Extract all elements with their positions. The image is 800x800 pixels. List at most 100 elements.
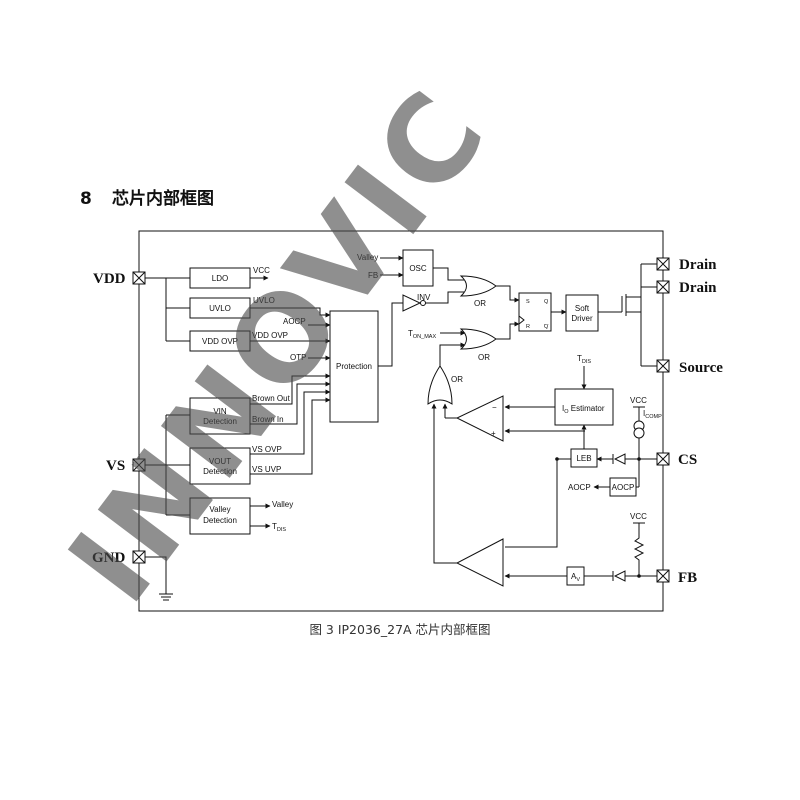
pin-label-vdd: VDD [93,271,126,287]
or-gate-2-label: OR [478,353,490,362]
vin-detection-label-2: Detection [203,417,237,426]
vin-detection-label-1: VIN [213,407,227,416]
leb-label: LEB [576,454,591,463]
uvlo-output-label: UVLO [253,296,275,305]
comp1-plus: + [491,429,496,438]
valley-detection-label-1: Valley [209,505,230,514]
fb-resistor [633,523,645,576]
vdd-ovp-label: VDD OVP [202,337,238,346]
valley-output-label: Valley [272,500,293,509]
inv-to-or1-wire [425,291,464,304]
brown-in-wire [250,381,331,425]
or1-to-ff-wire [496,285,520,303]
current-source-icon [633,420,645,439]
pin-drain2-terminal [656,280,670,294]
uvlo-label: UVLO [209,304,231,313]
vs-ovp-label: VS OVP [252,445,282,454]
pin-drain1-terminal [656,257,670,271]
or-gate-3 [427,365,453,405]
vs-uvp-wire [250,397,331,475]
vout-detection-label-2: Detection [203,467,237,476]
uvlo-output-wire [250,307,331,318]
fb-diode [612,570,626,582]
flip-flop-clock [518,315,525,325]
protection-block [329,310,379,423]
comp2-to-or3-wire [431,403,457,564]
pin-label-drain2: Drain [679,280,717,296]
vin-detection-block [189,397,251,435]
aocp-output-label: AOCP [568,483,591,492]
valley-detection-block [189,497,251,535]
comp1-minus: − [492,403,497,412]
brown-out-label: Brown Out [252,394,291,403]
osc-block [402,249,434,287]
soft-driver-label-1: Soft [575,304,590,313]
valley-input-label: Valley [357,253,378,262]
comparator-2 [455,538,504,587]
tdis-output-label: TDIS [272,522,286,533]
inv-label: INV [417,293,431,302]
pin-cs-terminal [656,452,670,466]
otp-input-label: OTP [290,353,306,362]
brown-in-label: Brown In [252,415,284,424]
or-gate-1-label: OR [474,299,486,308]
pin-label-gnd: GND [92,550,126,566]
pin-fb-terminal [656,569,670,583]
cs-junction [555,457,559,461]
ton-max-label: TON_MAX [408,329,436,340]
io-estimator-block [554,388,614,426]
pin-source-terminal [656,359,670,373]
gnd-wire [145,556,167,594]
pin-label-drain1: Drain [679,257,717,273]
section-number: 8 [80,189,92,209]
vcc-fb-label: VCC [630,512,647,521]
pin-label-cs: CS [678,452,697,468]
aocp-block-label: AOCP [612,483,635,492]
vout-detection-block [189,447,251,485]
io-estimator-label: IO Estimator [562,404,605,415]
ground-symbol [159,593,173,601]
vcc-output-label: VCC [253,266,270,275]
osc-to-or1-wire [433,267,464,281]
ff-s-label: S [526,299,530,305]
vout-detection-label-1: VOUT [209,457,231,466]
ldo-label: LDO [212,274,228,283]
or-gate-1 [459,275,497,297]
icomp-junction [637,457,641,461]
soft-driver-block [565,294,599,332]
comp2-plus-wire [505,458,571,548]
pin-vdd-terminal [132,271,146,285]
icomp-label: ICOMP [643,409,662,420]
soft-driver-label-2: Driver [571,314,593,323]
power-mosfet [621,263,657,367]
fb-input-label: FB [368,271,378,280]
or-gate-3-label: OR [451,375,463,384]
inverter-symbol [402,294,422,312]
av-label: AV [571,572,580,583]
pin-label-source: Source [679,360,723,376]
ff-q-label: Q [544,299,549,305]
pin-gnd-terminal [132,550,146,564]
brown-out-wire [250,373,331,405]
vs-ovp-wire [250,389,331,455]
vdd-ovp-output-label: VDD OVP [252,331,288,340]
vcc-cs-label: VCC [630,396,647,405]
protection-to-inv-wire [378,302,403,367]
chip-outline [138,230,664,612]
pin-label-fb: FB [678,570,697,586]
valley-detection-label-2: Detection [203,516,237,525]
or2-to-ff-wire [496,321,520,340]
tdis-top-label: TDIS [577,354,591,365]
aocp-input-label: AOCP [283,317,306,326]
protection-label: Protection [336,362,372,371]
fb-junction [637,574,641,578]
osc-label: OSC [409,264,427,273]
vdd-bus [145,277,190,342]
or-gate-2 [459,328,497,350]
figure-caption: 图 3 IP2036_27A 芯片内部框图 [309,622,490,637]
vs-uvp-label: VS UVP [252,465,281,474]
or3-to-or2-wire [439,342,466,366]
pin-label-vs: VS [106,458,125,474]
cs-diode [612,453,626,465]
